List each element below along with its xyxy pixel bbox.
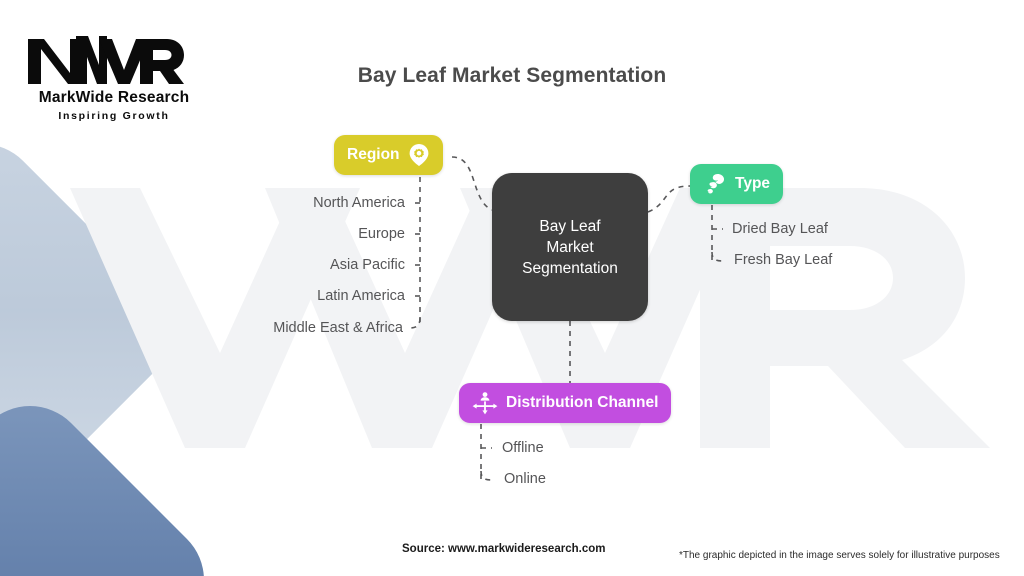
leaf-type-fresh-bay-leaf: Fresh Bay Leaf [734, 252, 833, 268]
leaf-region-middle-east-africa: Middle East & Africa [273, 320, 403, 336]
disclaimer-note: *The graphic depicted in the image serve… [679, 550, 1000, 561]
connector-region-item-4 [408, 317, 421, 329]
branch-badge-type[interactable]: Type [690, 164, 784, 204]
center-node-label: Bay Leaf Market Segmentation [522, 217, 618, 277]
leaf-type-dried-bay-leaf: Dried Bay Leaf [732, 221, 828, 237]
brand-tagline: Inspiring Growth [58, 110, 170, 122]
leaf-region-latin-america: Latin America [317, 288, 405, 304]
center-node[interactable]: Bay Leaf Market Segmentation [492, 173, 648, 321]
logo-mark-icon [28, 36, 184, 84]
connector-distribution-item-1 [480, 470, 494, 481]
leaf-region-north-america: North America [313, 195, 405, 211]
leaf-region-europe: Europe [358, 226, 405, 242]
connector-type-item-1 [711, 251, 725, 262]
map-pin-gear-icon [408, 143, 430, 167]
connector-region-to-center [451, 156, 493, 211]
branch-label-region: Region [347, 146, 400, 163]
connector-center-to-type [647, 185, 691, 213]
leaf-distribution-offline: Offline [502, 440, 544, 456]
leaf-icon [703, 172, 727, 196]
distribution-network-icon [472, 391, 498, 415]
brand-logo: MarkWide Research Inspiring Growth [24, 30, 204, 122]
branch-badge-region[interactable]: Region [334, 135, 443, 175]
branch-label-type: Type [735, 175, 771, 192]
source-note: Source: www.markwideresearch.com [402, 543, 606, 555]
leaf-region-asia-pacific: Asia Pacific [330, 257, 405, 273]
branch-badge-distribution-channel[interactable]: Distribution Channel [459, 383, 672, 423]
decorative-shape-dark [0, 382, 228, 576]
leaf-distribution-online: Online [504, 471, 546, 487]
brand-name: MarkWide Research [38, 89, 190, 106]
branch-label-distribution-channel: Distribution Channel [506, 394, 659, 411]
page-title: Bay Leaf Market Segmentation [357, 64, 667, 87]
decorative-shape-light [0, 119, 195, 545]
